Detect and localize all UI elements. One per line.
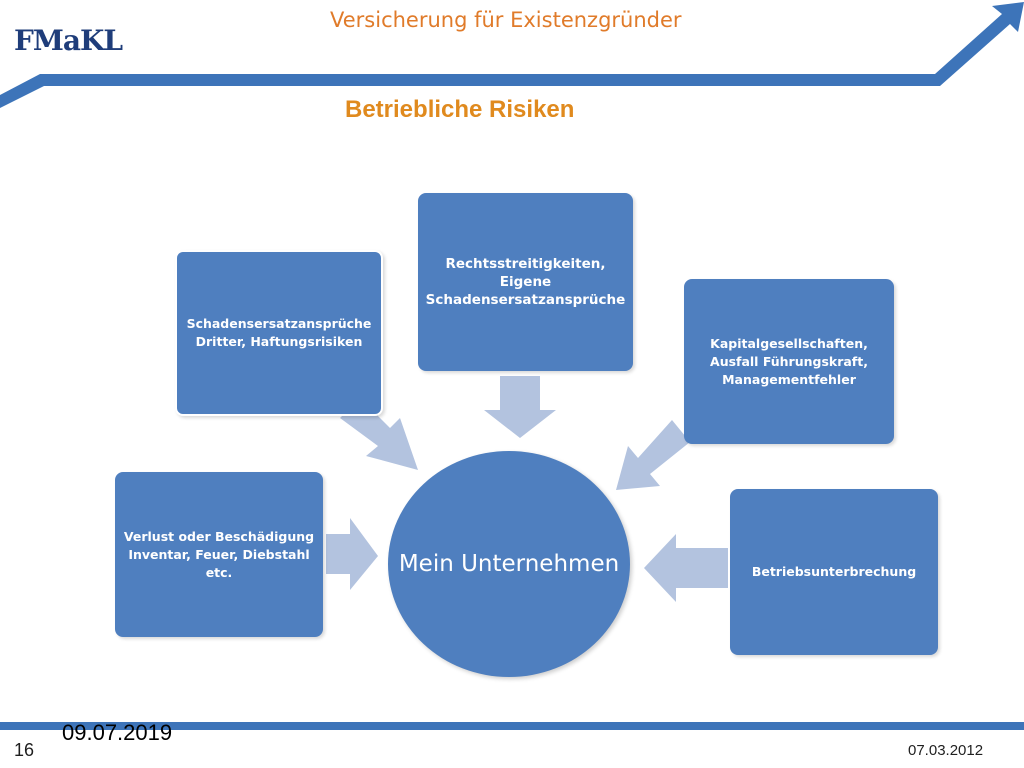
- arrow-from-left: [326, 518, 378, 590]
- risk-box-property-loss: Verlust oder Beschädigung Inventar, Feue…: [115, 472, 323, 637]
- arrow-from-top-left: [340, 398, 418, 470]
- logo-text: FMaKL: [14, 24, 123, 57]
- center-node: Mein Unternehmen: [388, 451, 630, 677]
- header-trend-arrow: [0, 2, 1024, 108]
- arrow-from-top-right: [616, 420, 690, 490]
- risk-box-label: Kapitalgesellschaften, Ausfall Führungsk…: [710, 335, 868, 387]
- risk-box-label: Betriebsunterbrechung: [751, 564, 917, 579]
- footer-bar: [0, 722, 1024, 730]
- slide-title: Betriebliche Risiken: [345, 96, 575, 123]
- risk-box-legal: Rechtsstreitigkeiten, Eigene Schadensers…: [418, 193, 633, 371]
- page-number: 16: [14, 740, 35, 760]
- footer-date-left: 09.07.2019: [62, 720, 173, 745]
- risk-box-label: Rechtsstreitigkeiten, Eigene Schadensers…: [425, 256, 626, 308]
- risk-box-management: Kapitalgesellschaften, Ausfall Führungsk…: [684, 279, 894, 444]
- header-title: Versicherung für Existenzgründer: [330, 8, 682, 32]
- risk-box-liability: Schadensersatzansprüche Dritter, Haftung…: [175, 250, 383, 416]
- arrow-from-top: [484, 376, 556, 438]
- footer-date-right: 07.03.2012: [908, 742, 984, 759]
- arrow-from-right: [644, 534, 728, 602]
- risk-box-business-interruption: Betriebsunterbrechung: [730, 489, 938, 655]
- risk-box-label: Schadensersatzansprüche Dritter, Haftung…: [186, 316, 372, 349]
- risk-box-label: Verlust oder Beschädigung Inventar, Feue…: [123, 528, 315, 580]
- center-node-label: Mein Unternehmen: [398, 551, 620, 577]
- fmakl-logo: FMaKL: [14, 18, 124, 68]
